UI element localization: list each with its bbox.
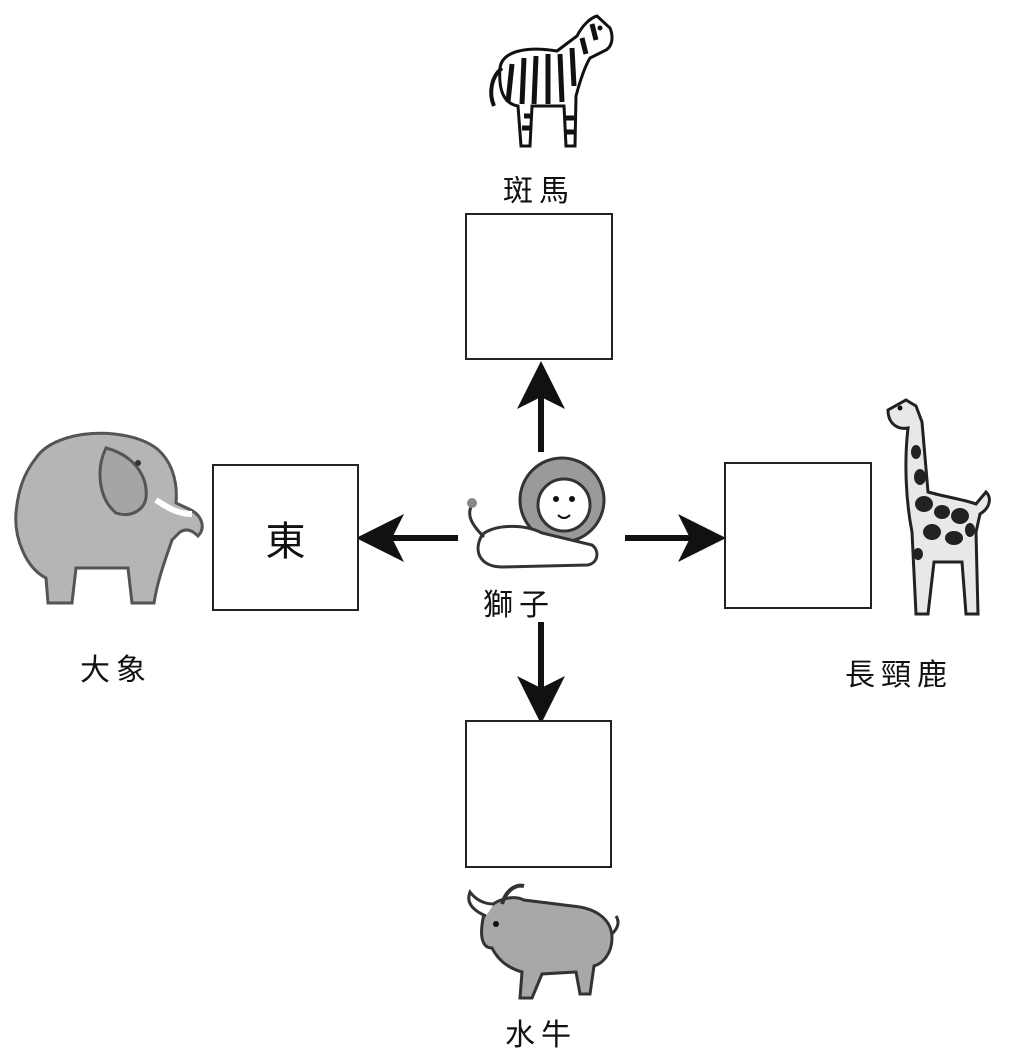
zebra-label: 斑馬	[503, 174, 575, 209]
buffalo-icon	[467, 883, 620, 1000]
zebra-icon	[489, 14, 614, 148]
west-box-text: 東	[265, 518, 306, 565]
lion-icon	[467, 456, 606, 569]
lion-label: 獅子	[483, 588, 555, 623]
buffalo-label: 水牛	[505, 1018, 577, 1053]
giraffe-icon	[886, 398, 991, 616]
giraffe-label: 長頸鹿	[845, 658, 953, 693]
south-answer-box[interactable]	[465, 720, 612, 868]
north-answer-box[interactable]	[465, 213, 613, 360]
elephant-icon	[14, 431, 204, 605]
west-answer-box[interactable]: 東	[212, 464, 359, 611]
elephant-label: 大象	[80, 653, 152, 688]
east-answer-box[interactable]	[724, 462, 872, 609]
